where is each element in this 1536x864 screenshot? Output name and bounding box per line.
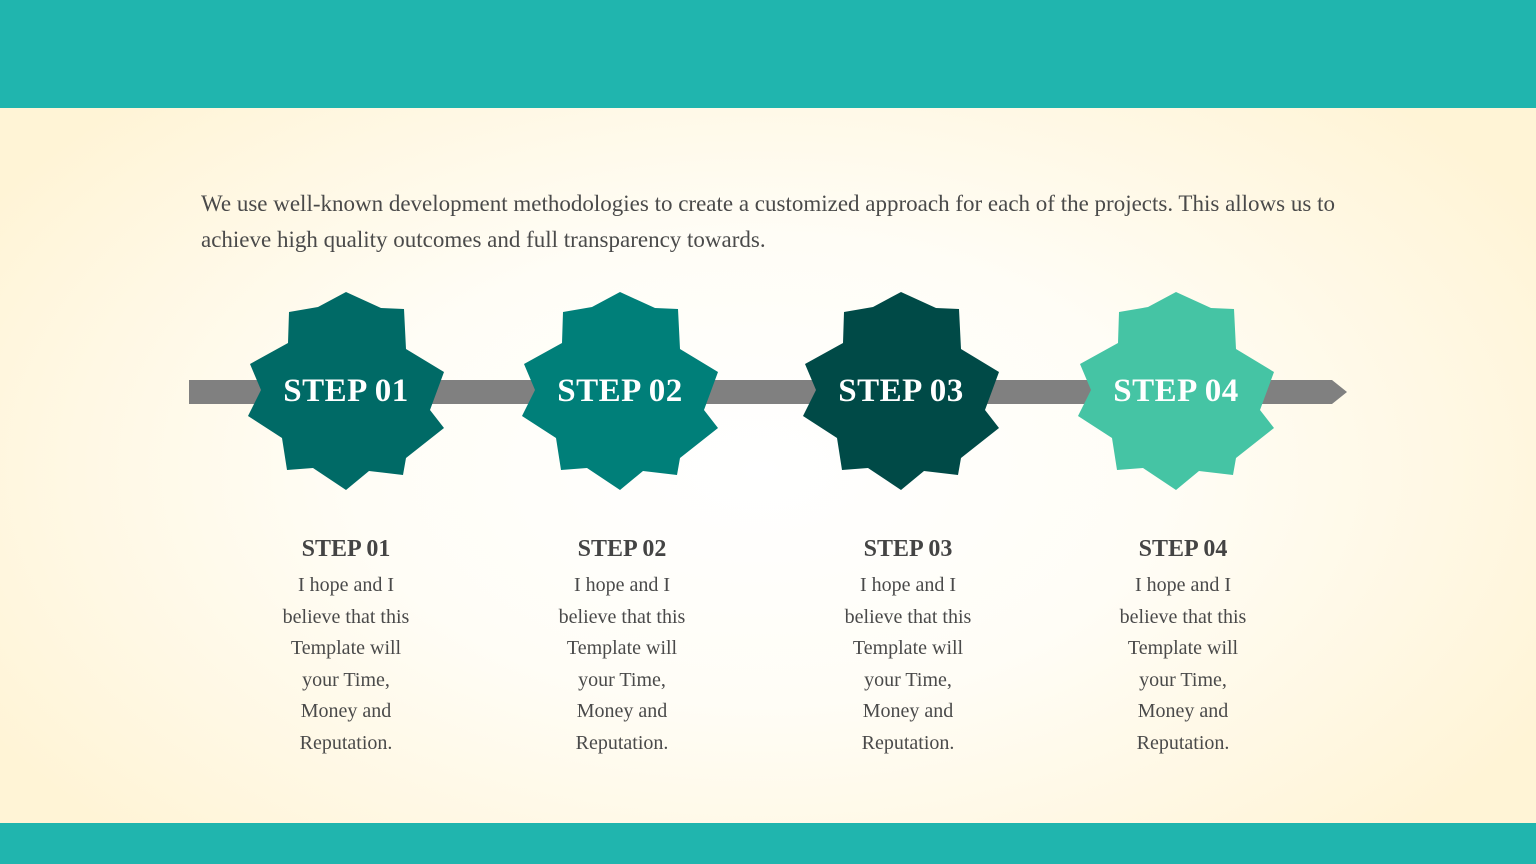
step-01-badge-label: STEP 01 [283, 372, 409, 409]
intro-paragraph: We use well-known development methodolog… [201, 191, 1335, 252]
star-badge-icon [803, 292, 999, 490]
step-04-badge: STEP 04 [1078, 292, 1274, 490]
step-02-title: STEP 02 [577, 536, 667, 562]
step-02-badge: STEP 02 [522, 292, 718, 490]
step-02-body: I hope and I believe that this Template … [558, 574, 686, 754]
star-badge-icon [522, 292, 718, 490]
step-01-description: STEP 01 I hope and I believe that this T… [236, 532, 456, 759]
step-03-body: I hope and I believe that this Template … [844, 574, 972, 754]
step-03-title: STEP 03 [863, 536, 953, 562]
step-03-badge-label: STEP 03 [838, 372, 964, 409]
step-04-title: STEP 04 [1138, 536, 1228, 562]
step-01-badge: STEP 01 [248, 292, 444, 490]
step-02-description: STEP 02 I hope and I believe that this T… [512, 532, 732, 759]
step-01-body: I hope and I believe that this Template … [282, 574, 410, 754]
star-badge-icon [1078, 292, 1274, 490]
step-04-badge-label: STEP 04 [1113, 372, 1239, 409]
step-03-badge: STEP 03 [803, 292, 999, 490]
step-03-description: STEP 03 I hope and I believe that this T… [798, 532, 1018, 759]
step-02-badge-label: STEP 02 [557, 372, 683, 409]
step-04-description: STEP 04 I hope and I believe that this T… [1073, 532, 1293, 759]
star-badge-icon [248, 292, 444, 490]
step-04-body: I hope and I believe that this Template … [1119, 574, 1247, 754]
bottom-band [0, 823, 1536, 864]
top-band [0, 0, 1536, 108]
step-01-title: STEP 01 [301, 536, 391, 562]
